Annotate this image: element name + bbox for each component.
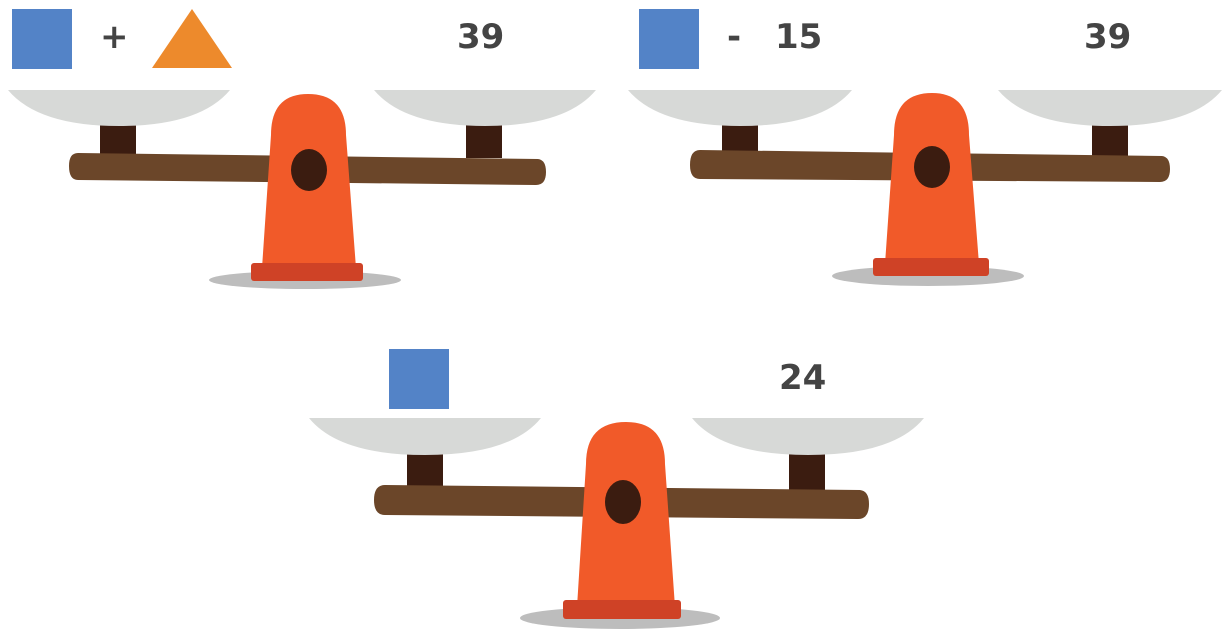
right-pan [998, 90, 1222, 126]
left-pan-number: 15 [775, 17, 823, 57]
left-pan [628, 90, 852, 126]
balance-scale-1-graphic [8, 90, 596, 289]
pivot [605, 480, 641, 524]
right-pan-value: 39 [1084, 17, 1132, 57]
blue-square-shape [389, 349, 449, 409]
right-pan [374, 90, 596, 126]
left-pan-post [100, 122, 136, 156]
pivot [914, 146, 950, 188]
left-pan-post [407, 454, 443, 488]
right-pan-post [466, 122, 502, 158]
balance-scale-3-graphic [309, 418, 924, 629]
orange-triangle-shape [152, 9, 232, 68]
left-pan [309, 418, 541, 455]
stand-base [873, 258, 989, 276]
blue-square-shape [639, 9, 699, 69]
balance-scale-2: - 15 39 [622, 0, 1223, 300]
blue-square-shape [12, 9, 72, 69]
left-pan-post [722, 122, 758, 154]
plus-operator: + [100, 17, 129, 57]
right-pan-value: 39 [457, 17, 505, 57]
right-pan-post [1092, 122, 1128, 156]
pivot [291, 149, 327, 191]
balance-scale-2-graphic [628, 90, 1222, 286]
stand-base [563, 600, 681, 619]
right-pan [692, 418, 924, 455]
left-pan [8, 90, 230, 126]
balance-scale-3: 24 [305, 330, 925, 630]
right-pan-post [789, 454, 825, 490]
right-pan-value: 24 [779, 358, 827, 398]
minus-operator: - [727, 17, 742, 57]
balance-scale-1: + 39 [0, 0, 620, 300]
stand-base [251, 263, 363, 281]
